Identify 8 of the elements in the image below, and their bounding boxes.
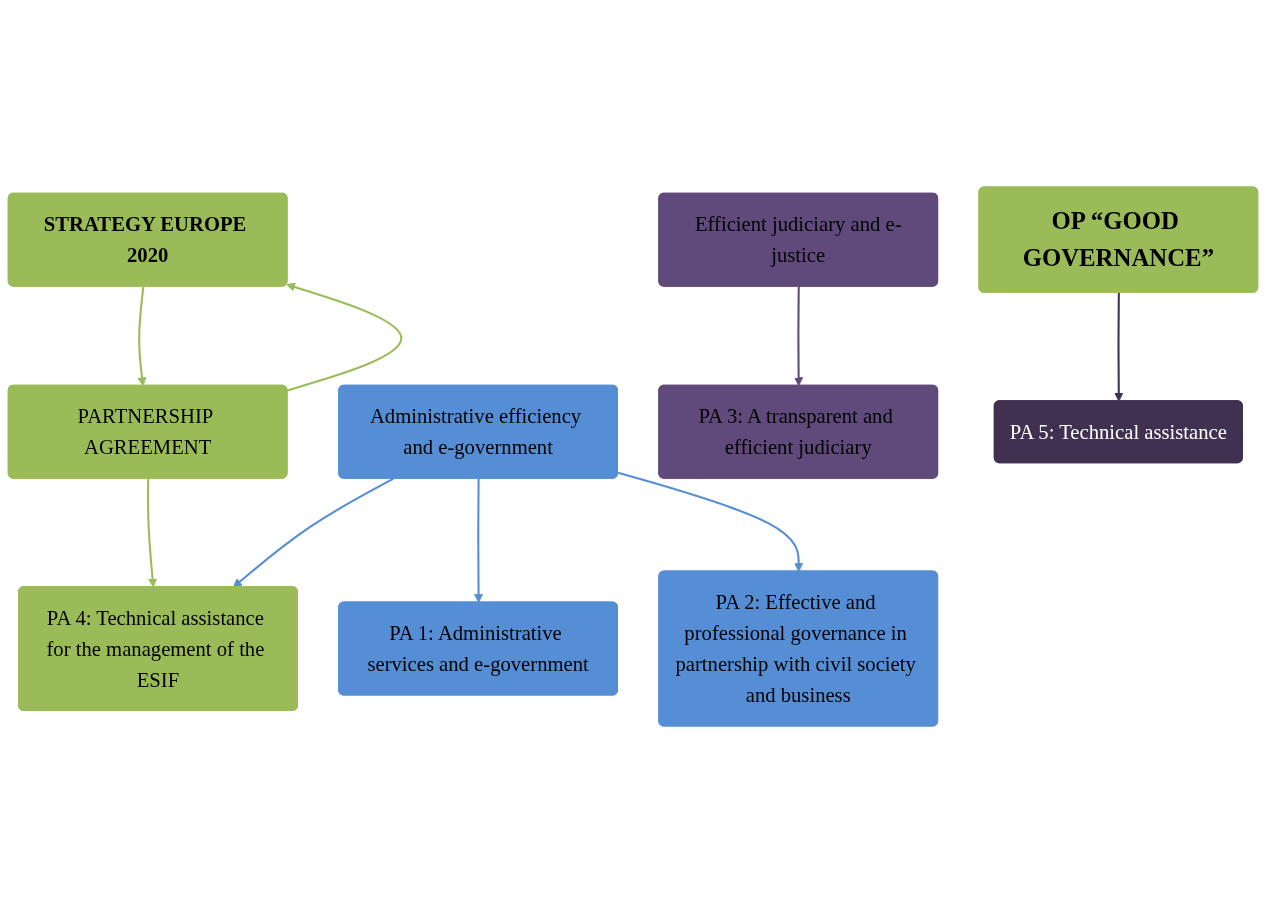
arrow bbox=[794, 286, 804, 387]
arrow bbox=[474, 478, 484, 604]
arrow bbox=[232, 477, 394, 588]
arrow bbox=[137, 286, 147, 387]
arrow bbox=[617, 471, 804, 573]
arrow bbox=[147, 478, 158, 588]
arrow bbox=[1114, 292, 1124, 402]
arrow bbox=[286, 282, 403, 392]
